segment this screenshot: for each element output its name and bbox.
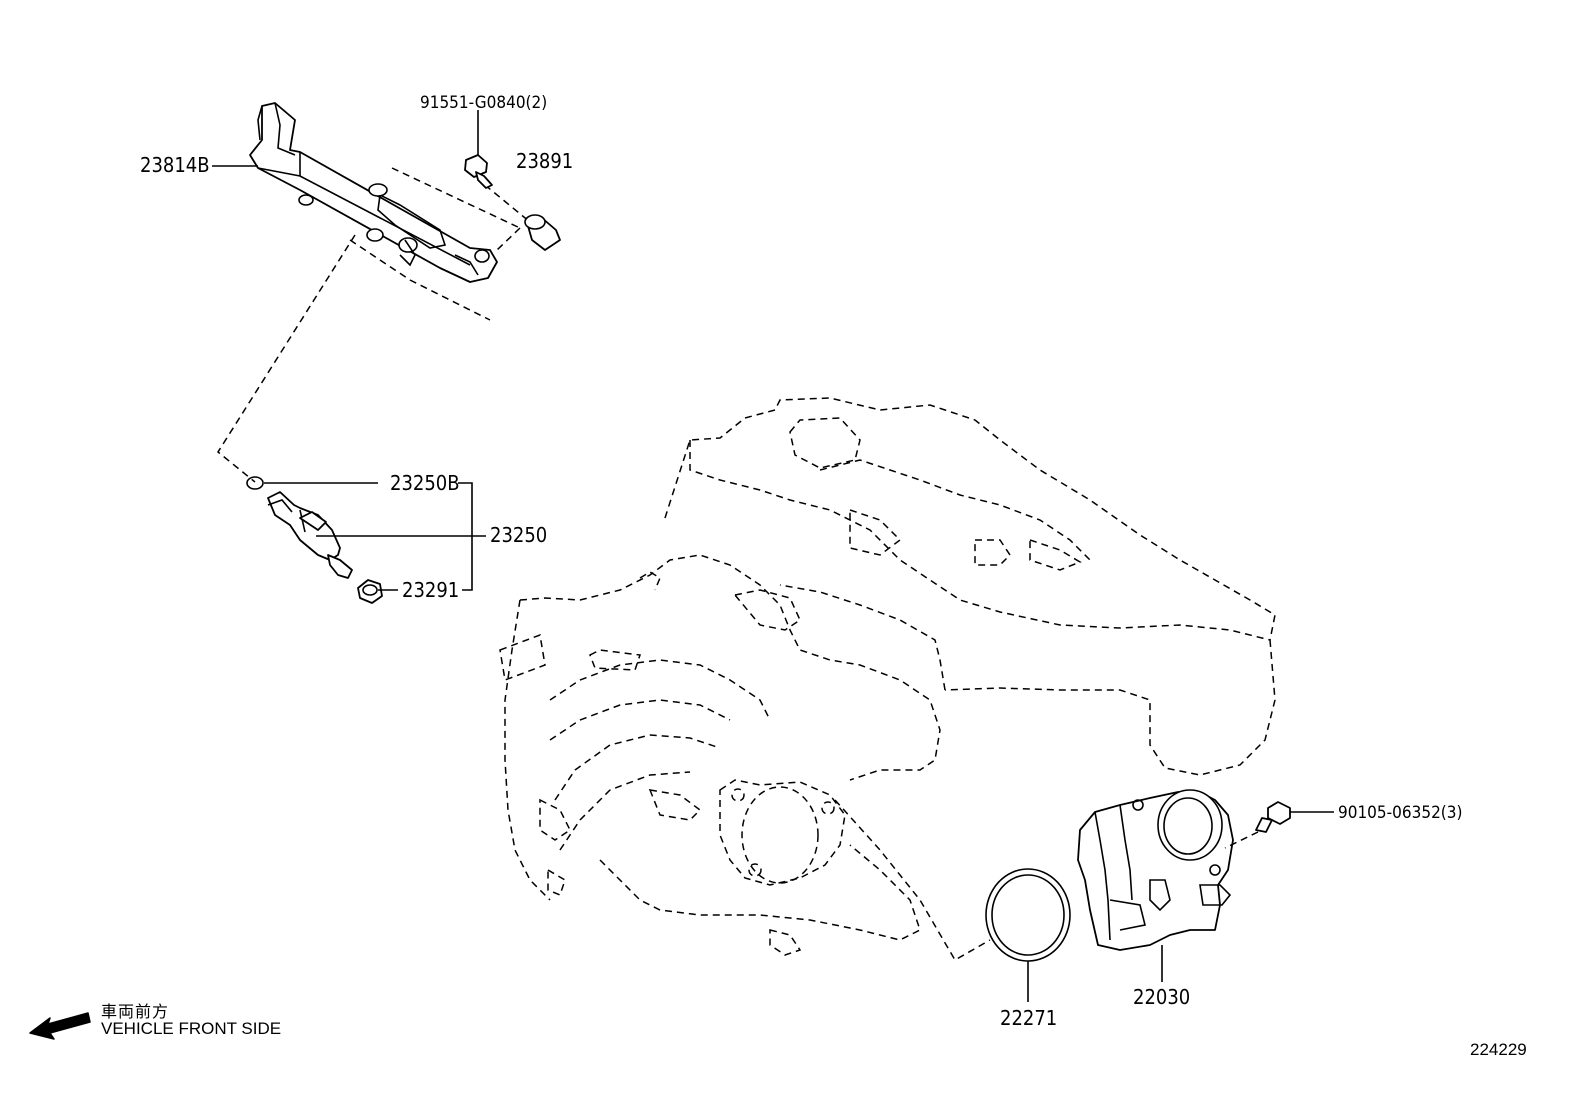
label-insulator: 23291 — [402, 578, 459, 602]
label-bolt-throttle: 90105-06352(3) — [1338, 803, 1462, 823]
insulator[interactable] — [357, 579, 383, 604]
label-injector: 23250 — [490, 523, 547, 547]
label-delivery-pipe: 23814B — [140, 153, 210, 177]
label-gasket: 22271 — [1000, 1006, 1057, 1030]
gasket[interactable] — [985, 868, 1071, 962]
throttle-body[interactable] — [1077, 789, 1234, 951]
rail-phantom-lines — [217, 167, 531, 483]
part-labels: 91551-G0840(2) 23814B 23891 23250B 23250… — [140, 93, 1462, 1030]
front-side-label-jp: 車両前方 — [101, 1002, 170, 1021]
label-bolt-rail: 91551-G0840(2) — [420, 93, 547, 113]
front-side-label-en: VEHICLE FRONT SIDE — [101, 1019, 282, 1038]
label-o-ring: 23250B — [390, 471, 460, 495]
spacer[interactable] — [524, 214, 561, 251]
leader-lines — [212, 110, 1334, 1002]
delivery-pipe[interactable] — [249, 102, 498, 283]
front-arrow-icon — [29, 1012, 91, 1040]
diagram-id: 224229 — [1470, 1040, 1527, 1059]
o-ring[interactable] — [246, 476, 264, 490]
engine-outline — [499, 397, 1276, 962]
bolt-rail[interactable] — [464, 154, 493, 189]
bolt-throttle-phantom — [1224, 831, 1259, 849]
bolt-throttle[interactable] — [1255, 801, 1291, 833]
fuel-injector[interactable] — [267, 491, 353, 579]
label-throttle-body: 22030 — [1133, 985, 1190, 1009]
label-spacer: 23891 — [516, 149, 573, 173]
